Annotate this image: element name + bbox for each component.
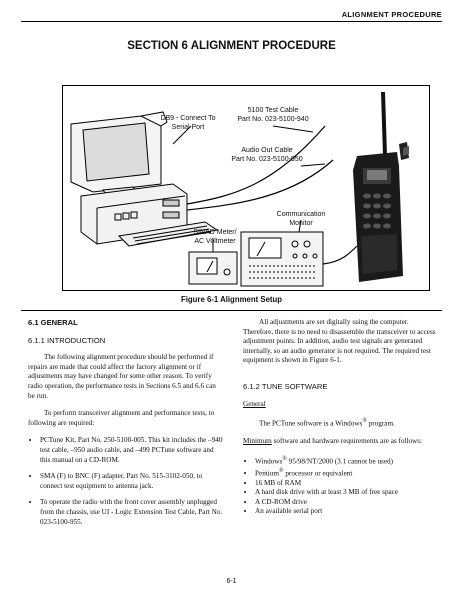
sinad-callout-line1: SINAD Meter/ (193, 229, 237, 236)
comm-monitor-callout: Communication Monitor (269, 210, 333, 228)
left-column: 6.1 GENERAL 6.1.1 INTRODUCTION The follo… (28, 318, 224, 535)
req-pentium: Pentium (255, 469, 279, 478)
figure-caption: Figure 6-1 Alignment Setup (180, 295, 283, 304)
page-number: 6-1 (226, 578, 237, 585)
alignment-setup-figure: DB9 - Connect To Serial Port 5100 Test C… (62, 85, 430, 291)
intro-paragraph-1: The following alignment procedure should… (28, 353, 216, 400)
req-windows-versions: 95/98/NT/2000 (3.1 cannot be used) (286, 457, 394, 466)
list-item: Pentium® processor or equivalent (255, 467, 439, 479)
list-item: SMA (F) to BNC (F) adapter, Part No. 515… (40, 472, 224, 491)
list-item: 16 MB of RAM (255, 479, 439, 489)
subheading-general: General (243, 399, 266, 408)
required-items-list: PCTune Kit, Part No. 250-5100-005. This … (28, 436, 224, 527)
sinad-callout: SINAD Meter/ AC Voltmeter (187, 228, 243, 246)
audio-cable-callout-line1: Audio Out Cable (241, 147, 293, 154)
comm-monitor-callout-line2: Monitor (289, 220, 313, 227)
db9-callout-line2: Serial Port (171, 124, 205, 131)
list-item: A hard disk drive with at least 3 MB of … (255, 488, 439, 498)
right-column: All adjustments are set digitally using … (243, 318, 439, 525)
minimum-word: Minimum (243, 437, 272, 446)
section-title: SECTION 6 ALIGNMENT PROCEDURE (127, 40, 336, 52)
audio-cable-callout-line2: Part No. 023-5100-950 (231, 156, 303, 163)
list-item: An available serial port (255, 507, 439, 517)
db9-callout: DB9 - Connect To Serial Port (151, 114, 225, 132)
mid-rule (21, 310, 442, 311)
list-item: To operate the radio with the front cove… (40, 498, 224, 527)
alignment-setup-illustration (70, 92, 409, 287)
registered-mark: ® (278, 467, 284, 474)
heading-tune-software: 6.1.2 TUNE SOFTWARE (243, 381, 328, 391)
requirements-intro-text: software and hardware requirements are a… (271, 437, 423, 446)
list-item: PCTune Kit, Part No. 250-5100-005. This … (40, 436, 224, 465)
test-cable-callout-line2: Part No. 023-5100-940 (237, 116, 309, 123)
registered-mark: ® (282, 455, 287, 462)
req-pentium-rest: processor or equivalent (283, 469, 353, 478)
heading-introduction: 6.1.1 INTRODUCTION (28, 335, 106, 345)
list-item: Windows® 95/98/NT/2000 (3.1 cannot be us… (255, 455, 439, 467)
top-rule (21, 21, 442, 22)
adjustments-paragraph: All adjustments are set digitally using … (243, 318, 436, 365)
db9-callout-line1: DB9 - Connect To (160, 115, 216, 122)
heading-general: 6.1 GENERAL (28, 318, 78, 327)
audio-cable-callout: Audio Out Cable Part No. 023-5100-950 (215, 146, 319, 164)
list-item: A CD-ROM drive (255, 498, 439, 508)
sinad-callout-line2: AC Voltmeter (194, 238, 236, 245)
pctune-paragraph: The PCTune software is a Windows® progra… (243, 417, 439, 429)
intro-paragraph-2: To perform transceiver alignment and per… (28, 409, 215, 427)
test-cable-callout: 5100 Test Cable Part No. 023-5100-940 (223, 106, 323, 124)
test-cable-callout-line1: 5100 Test Cable (247, 107, 299, 114)
req-windows: Windows (255, 457, 283, 466)
running-head: ALIGNMENT PROCEDURE (341, 10, 442, 19)
requirements-list: Windows® 95/98/NT/2000 (3.1 cannot be us… (243, 455, 439, 517)
pctune-text-end: program. (366, 419, 395, 428)
registered-mark: ® (362, 418, 367, 425)
requirements-intro: Minimum software and hardware requiremen… (243, 437, 439, 447)
pctune-text: The PCTune software is a Windows (259, 419, 363, 428)
comm-monitor-callout-line1: Communication (276, 211, 326, 218)
